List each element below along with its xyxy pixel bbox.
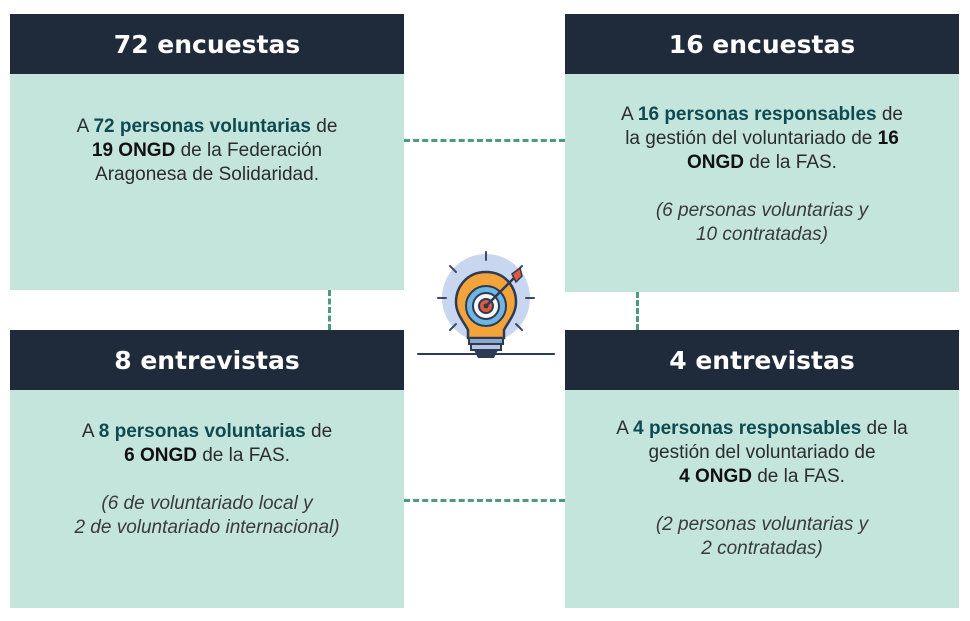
card-line: A 8 personas voluntarias de — [28, 420, 386, 444]
card-note: (2 personas voluntarias y — [655, 514, 869, 535]
text: de la — [861, 418, 908, 439]
card-line: A 16 personas responsables de — [583, 103, 941, 127]
connector-bottom — [404, 499, 565, 502]
card-body: A 8 personas voluntarias de 6 ONGD de la… — [10, 390, 404, 608]
card-note: 2 de voluntariado internacional) — [74, 517, 340, 538]
card-note: 10 contratadas) — [695, 224, 829, 245]
text: de la FAS. — [751, 466, 845, 487]
card-body: A 4 personas responsables de la gestión … — [565, 390, 959, 608]
text: de — [876, 104, 903, 125]
card-title: 8 entrevistas — [10, 330, 404, 390]
card-title: 72 encuestas — [10, 14, 404, 74]
card-4-entrevistas: 4 entrevistas A 4 personas responsables … — [565, 330, 959, 608]
card-line: 4 ONGD de la FAS. — [583, 465, 941, 489]
connector-right — [636, 292, 639, 330]
text: de — [311, 116, 338, 137]
card-72-encuestas: 72 encuestas A 72 personas voluntarias d… — [10, 14, 404, 290]
text: de la FAS. — [196, 445, 290, 466]
text: A — [76, 116, 94, 137]
card-note: 2 contratadas) — [701, 538, 823, 559]
bold-text: 6 ONGD — [124, 445, 197, 466]
text: Aragonesa de Solidaridad. — [95, 164, 319, 185]
highlight-text: 16 personas responsables — [637, 104, 877, 125]
card-title: 4 entrevistas — [565, 330, 959, 390]
text: A — [81, 421, 99, 442]
highlight-text: 4 personas responsables — [633, 418, 862, 439]
highlight-text: 72 personas voluntarias — [93, 116, 312, 137]
card-line: ONGD de la FAS. — [583, 151, 941, 175]
card-line: la gestión del voluntariado de 16 — [583, 127, 941, 151]
card-8-entrevistas: 8 entrevistas A 8 personas voluntarias d… — [10, 330, 404, 608]
card-line: 6 ONGD de la FAS. — [28, 444, 386, 468]
card-line: gestión del voluntariado de — [583, 441, 941, 465]
card-body: A 16 personas responsables de la gestión… — [565, 74, 959, 292]
card-line: Aragonesa de Solidaridad. — [28, 163, 386, 187]
card-note: (6 personas voluntarias y — [655, 200, 869, 221]
bold-text: 4 ONGD — [679, 466, 752, 487]
lightbulb-target-icon — [417, 251, 555, 358]
bold-text: 16 — [877, 128, 899, 149]
card-title: 16 encuestas — [565, 14, 959, 74]
text: de — [305, 421, 333, 442]
card-line: 19 ONGD de la Federación — [28, 139, 386, 163]
highlight-text: 8 personas voluntarias — [98, 421, 306, 442]
card-16-encuestas: 16 encuestas A 16 personas responsables … — [565, 14, 959, 292]
bold-text: ONGD — [687, 152, 745, 173]
text: gestión del voluntariado de — [648, 442, 876, 463]
bold-text: 19 ONGD — [91, 140, 176, 161]
connector-left — [328, 290, 331, 330]
card-body: A 72 personas voluntarias de 19 ONGD de … — [10, 74, 404, 290]
card-note: (6 de voluntariado local y — [101, 493, 313, 514]
card-line: A 72 personas voluntarias de — [28, 115, 386, 139]
text: de la FAS. — [744, 152, 837, 173]
card-line: A 4 personas responsables de la — [583, 417, 941, 441]
text: la gestión del voluntariado de — [625, 128, 878, 149]
text: A — [621, 104, 638, 125]
text: de la Federación — [175, 140, 323, 161]
text: A — [616, 418, 634, 439]
connector-top — [404, 139, 565, 142]
